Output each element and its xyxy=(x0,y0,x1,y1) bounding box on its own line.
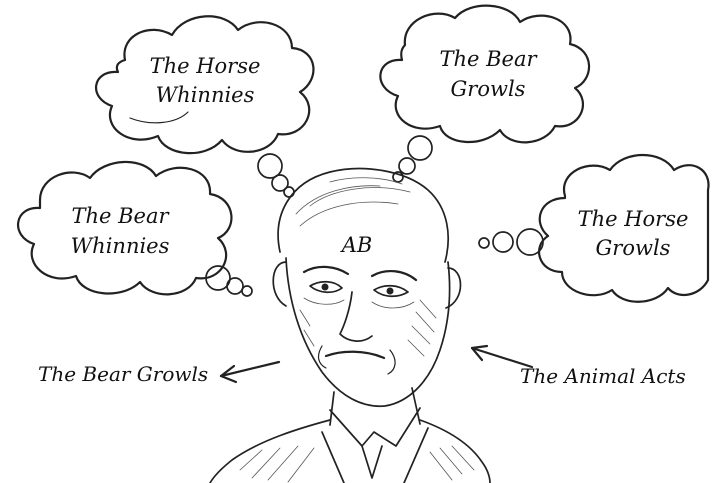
input-label: The Animal Acts xyxy=(520,364,686,388)
cloud-outline-top-left xyxy=(94,15,315,155)
thought-bubble-small xyxy=(283,186,295,198)
tie xyxy=(361,445,383,479)
output-arrow-head xyxy=(219,364,238,384)
right-ear xyxy=(445,267,462,309)
left-brow xyxy=(302,265,350,276)
output-label: The Bear Growls xyxy=(38,362,208,386)
eye-bags xyxy=(303,297,415,309)
cloud-outline-mid-right xyxy=(538,153,710,303)
thought-mid-left-line2: Whinnies xyxy=(71,234,170,258)
thought-cloud-top-left: The Horse Whinnies xyxy=(94,15,315,198)
right-pupil xyxy=(386,287,394,295)
thought-cloud-mid-left: The Bear Whinnies xyxy=(17,160,253,297)
suit-lapels xyxy=(321,427,429,483)
smile-lines xyxy=(317,345,396,375)
thought-bubble-medium xyxy=(271,174,289,192)
thought-bubble-medium xyxy=(398,157,416,175)
output-arrow-icon xyxy=(219,360,281,384)
head-label: AB xyxy=(340,233,373,257)
thought-cloud-mid-right: The Horse Growls xyxy=(478,153,710,303)
thought-bubble-small xyxy=(392,171,404,183)
mouth xyxy=(324,350,386,360)
thought-top-right-line1: The Bear xyxy=(439,47,538,71)
input-arrow-shaft xyxy=(470,346,534,369)
suit-shading xyxy=(239,445,475,483)
right-eye xyxy=(373,284,409,298)
cloud-outline-top-right xyxy=(379,4,591,144)
thought-mid-right-line1: The Horse xyxy=(578,207,689,231)
cloud-outline-mid-left xyxy=(17,160,233,296)
hair-strands xyxy=(295,177,411,227)
face-shading xyxy=(299,299,437,357)
suit-right xyxy=(419,419,491,483)
thought-bubble-small xyxy=(241,285,253,297)
shirt-collar xyxy=(329,407,421,447)
nose xyxy=(339,291,373,342)
input-arrow-icon xyxy=(470,344,534,369)
face-outline xyxy=(285,257,451,408)
sketched-man-portrait-icon xyxy=(209,167,491,483)
thought-bubble-medium xyxy=(492,231,514,253)
thought-bubble-large xyxy=(516,228,544,256)
thought-top-right-line2: Growls xyxy=(451,77,526,101)
thought-top-left-line1: The Horse xyxy=(150,54,261,78)
cloud-crease xyxy=(129,111,189,124)
thought-bubble-small xyxy=(478,237,490,249)
thought-mid-right-line2: Growls xyxy=(596,236,671,260)
output-arrow-shaft xyxy=(219,360,281,378)
thought-top-left-line2: Whinnies xyxy=(156,83,255,107)
left-ear xyxy=(272,261,287,307)
thought-cloud-top-right: The Bear Growls xyxy=(379,4,591,183)
right-brow xyxy=(370,270,418,282)
thought-bubble-large xyxy=(407,135,433,161)
hair-outline xyxy=(277,167,450,263)
suit-left xyxy=(209,419,331,483)
left-pupil xyxy=(321,283,329,291)
left-eye xyxy=(309,280,343,294)
thought-bubble-medium xyxy=(226,277,244,295)
input-arrow-head xyxy=(470,344,489,362)
thought-mid-left-line1: The Bear xyxy=(71,204,170,228)
thought-bubble-large xyxy=(257,153,283,179)
thought-bubble-large xyxy=(205,265,231,291)
